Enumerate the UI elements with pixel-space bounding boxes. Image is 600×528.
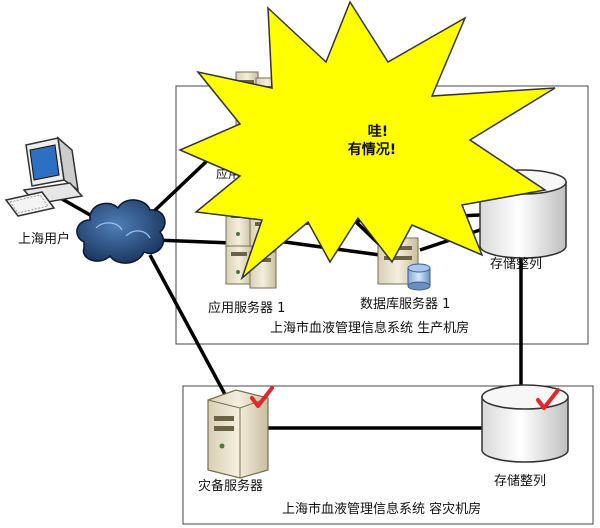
dr-storage-check-icon <box>536 388 560 410</box>
alert-burst-shape <box>178 0 556 281</box>
link-cloud-app1 <box>154 238 233 245</box>
link-cloud-dr <box>148 254 230 401</box>
dr-server-check-icon <box>250 386 274 408</box>
alert-text-line1: 哇! <box>368 123 388 140</box>
alert-text-line2: 有情况! <box>348 141 396 158</box>
storage-array-dr-label: 存储整列 <box>494 474 546 489</box>
production-room-label: 上海市血液管理信息系统 生产机房 <box>270 320 469 336</box>
internet-cloud-icon <box>76 199 166 264</box>
dr-server-label: 灾备服务器 <box>198 478 263 494</box>
user-computer-icon <box>4 136 84 217</box>
db-server-1-icon <box>377 237 431 291</box>
storage-array-prod-label: 存储整列 <box>490 257 542 272</box>
dr-server-icon <box>207 389 269 479</box>
app-server-1-label: 应用服务器 1 <box>208 300 285 316</box>
db-server-1-label: 数据库服务器 1 <box>360 296 450 312</box>
user-label: 上海用户 <box>18 231 70 247</box>
dr-room-label: 上海市血液管理信息系统 容灾机房 <box>282 501 481 517</box>
